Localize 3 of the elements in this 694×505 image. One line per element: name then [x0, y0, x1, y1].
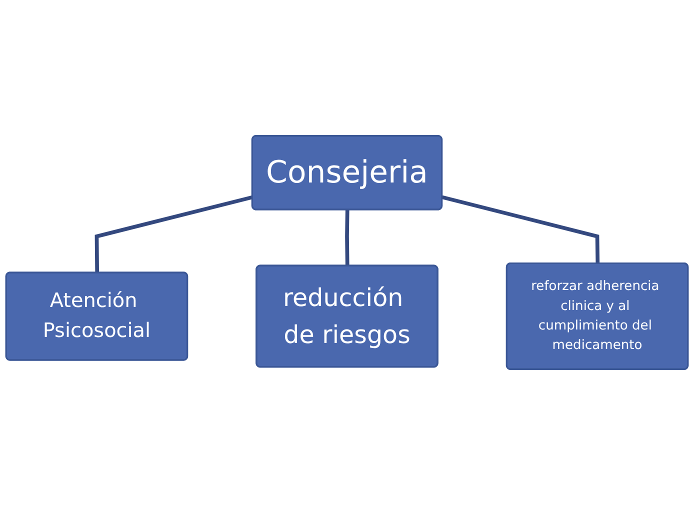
- connector: [442, 195, 600, 264]
- connector: [345, 210, 350, 266]
- connector: [94, 195, 254, 273]
